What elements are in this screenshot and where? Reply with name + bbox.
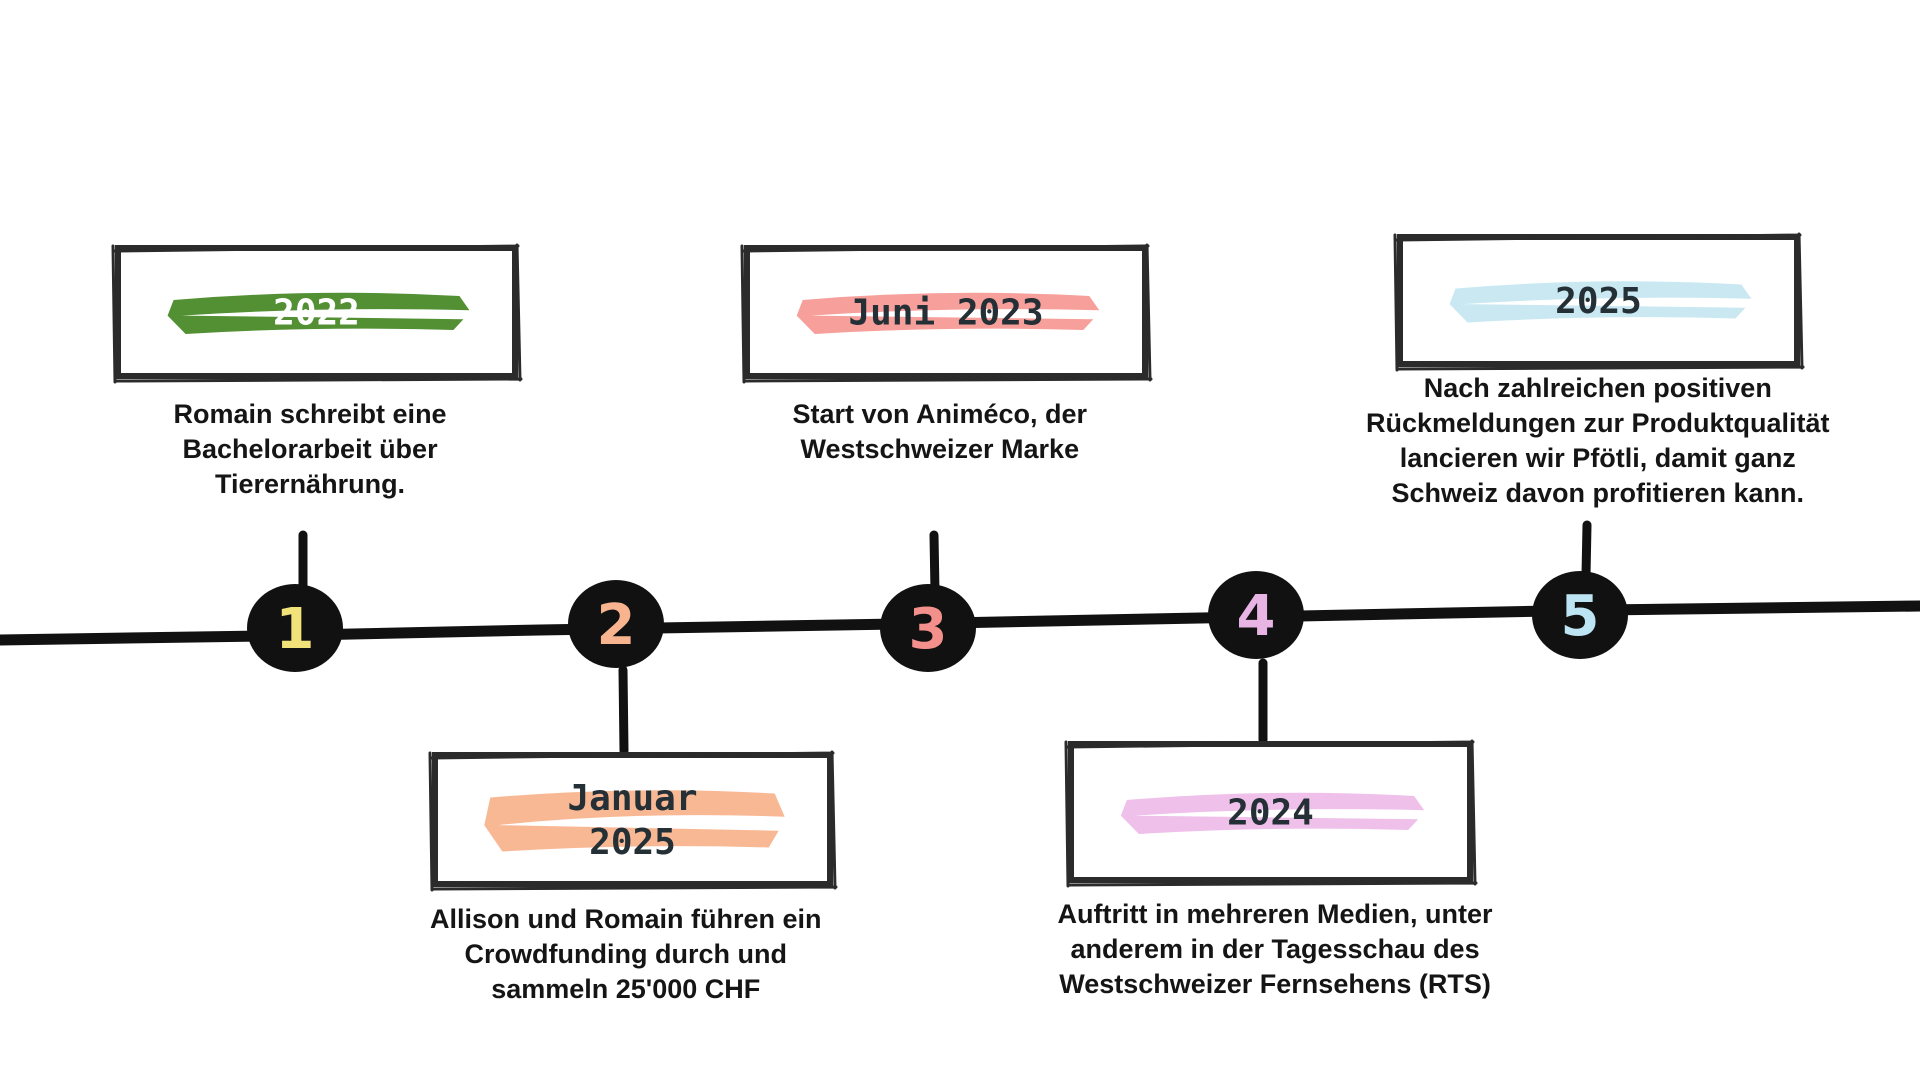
milestone-5: 2025 5 <box>1393 232 1805 659</box>
description-line: sammeln 25'000 CHF <box>491 974 761 1004</box>
description-line: Rückmeldungen zur Produktqualität <box>1366 408 1830 438</box>
number-circle <box>247 584 343 672</box>
description-line: Westschweizer Fernsehens (RTS) <box>1059 969 1491 999</box>
brush-stroke <box>1449 281 1752 323</box>
milestone-label: Juni 2023 <box>848 293 1043 334</box>
description-line: Nach zahlreichen positiven <box>1423 373 1772 403</box>
milestone-number: 3 <box>909 597 948 662</box>
milestone-label: Januar <box>567 778 697 819</box>
milestone-3: Juni 2023 3 <box>740 243 1153 672</box>
description-line: Westschweizer Marke <box>800 434 1080 464</box>
description-line: Allison und Romain führen ein <box>430 904 822 934</box>
description-line: lancieren wir Pfötli, damit ganz <box>1399 443 1796 473</box>
connector-stem <box>929 530 940 597</box>
milestone-label: 2024 <box>1227 793 1314 834</box>
milestone-box-sketch <box>428 750 838 892</box>
milestone-box-sketch <box>1064 739 1478 888</box>
description-line: Start von Animéco, der <box>792 399 1088 429</box>
number-circle <box>568 580 664 668</box>
milestone-number: 5 <box>1561 584 1600 649</box>
brush-stroke <box>796 292 1100 334</box>
description-line: Schweiz davon profitieren kann. <box>1391 478 1805 508</box>
brush-stroke <box>1120 792 1425 834</box>
number-circle <box>1532 571 1628 659</box>
milestone-number: 1 <box>276 597 315 662</box>
milestone-box-sketch <box>740 243 1153 384</box>
description-line: Crowdfunding durch und <box>464 939 787 969</box>
milestone-number: 2 <box>597 593 636 658</box>
milestone-label: 2025 <box>1555 281 1642 322</box>
description-line: Bachelorarbeit über <box>182 434 438 464</box>
number-circle <box>1208 571 1304 659</box>
milestone-label: 2025 <box>589 822 676 863</box>
milestone-1: 2022 1 <box>111 243 523 672</box>
description-line: Auftritt in mehreren Medien, unter <box>1057 899 1493 929</box>
milestone-description: Auftritt in mehreren Medien, unter andere… <box>1058 897 1493 1002</box>
milestone-box-sketch <box>111 243 523 384</box>
number-circle <box>880 584 976 672</box>
brush-stroke <box>167 292 470 334</box>
description-line: anderem in der Tagesschau des <box>1070 934 1480 964</box>
milestone-4: 2024 4 <box>1064 571 1478 888</box>
brush-stroke <box>484 790 785 852</box>
connector-stem <box>1581 520 1592 580</box>
description-line: Tierernährung. <box>215 469 406 499</box>
milestone-number: 4 <box>1237 584 1276 649</box>
milestone-label: 2022 <box>273 293 360 334</box>
milestone-box-sketch <box>1393 232 1805 372</box>
connector-stem <box>618 665 629 756</box>
description-line: Romain schreibt eine <box>173 399 447 429</box>
